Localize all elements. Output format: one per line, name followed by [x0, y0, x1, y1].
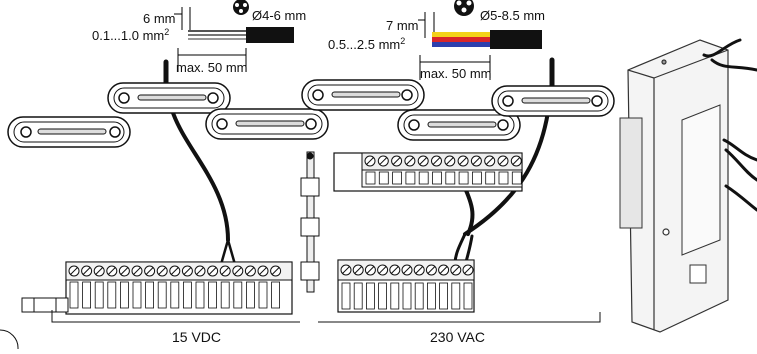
terminal-block-15vdc	[21, 261, 293, 315]
cable-clamps	[7, 79, 615, 148]
dim-left-length: 6 mm	[143, 11, 176, 26]
cable-cross-section-icon-right	[454, 0, 474, 16]
terminal-block-230vac	[337, 259, 475, 313]
clamp-6	[491, 85, 615, 117]
strip-length-right: max. 50 mm	[420, 66, 492, 81]
bus-label-15vdc: 15 VDC	[172, 329, 221, 345]
din-rail	[300, 151, 320, 293]
top-terminal-block	[333, 152, 523, 192]
bus-brackets	[51, 310, 601, 323]
wire-blue	[432, 42, 490, 47]
wire-yellow	[432, 32, 490, 37]
bus-label-230vac: 230 VAC	[430, 329, 485, 345]
diameter-left: Ø4-6 mm	[252, 8, 306, 23]
cross-section-left: 0.1...1.0 mm2	[92, 27, 169, 43]
wire-red	[432, 37, 490, 42]
clamp-3	[205, 108, 329, 140]
left-cable-detail: 6 mm Ø4-6 mm 0.1...1.0 mm2 max. 50 mm	[92, 0, 306, 75]
right-cable-detail: 7 mm Ø5-8.5 mm 0.5...2.5 mm2 max. 50 mm	[328, 0, 545, 81]
cable-cross-section-icon-left	[233, 0, 249, 15]
clamp-5	[397, 109, 521, 141]
cross-section-right: 0.5...2.5 mm2	[328, 36, 405, 52]
device-housing	[619, 38, 757, 333]
dim-right-length: 7 mm	[386, 18, 419, 33]
diameter-right: Ø5-8.5 mm	[480, 8, 545, 23]
clamp-4	[301, 79, 425, 111]
strip-length-left: max. 50 mm	[176, 60, 248, 75]
clamp-2	[7, 116, 131, 148]
corner-marker	[0, 329, 19, 350]
clamp-1	[107, 82, 231, 114]
